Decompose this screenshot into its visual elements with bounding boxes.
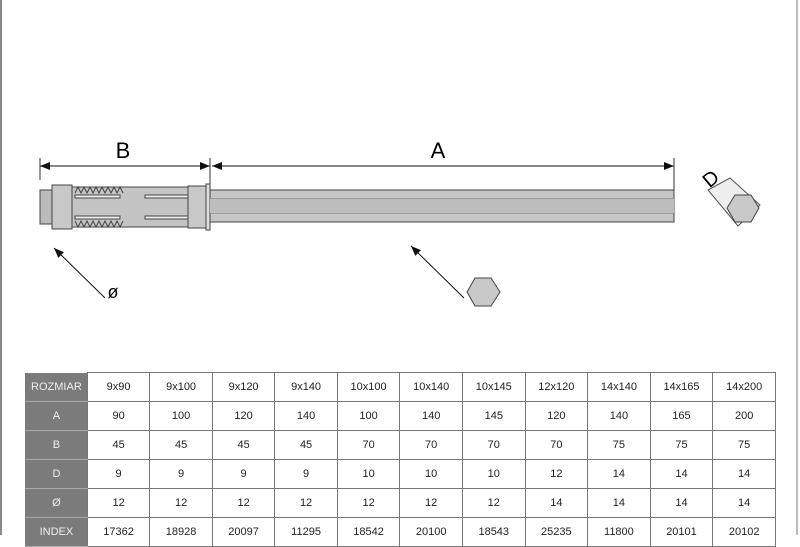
table-cell: 45 xyxy=(86,430,151,460)
row-header: B xyxy=(25,430,88,460)
table-cell: 70 xyxy=(399,430,463,460)
table-cell: 9x100 xyxy=(149,372,213,402)
row-header: D xyxy=(25,459,88,489)
table-cell: 12 xyxy=(86,488,151,518)
table-cell: 14 xyxy=(587,488,651,518)
table-cell: 20097 xyxy=(211,517,276,547)
label-b: B xyxy=(116,138,131,163)
table-cell: 17362 xyxy=(86,517,151,547)
table-cell: 12 xyxy=(211,488,276,518)
table-cell: 14x200 xyxy=(712,372,776,402)
table-cell: 10x145 xyxy=(461,372,526,402)
table-cell: 20102 xyxy=(712,517,776,547)
table-cell: 14 xyxy=(649,488,714,518)
table-cell: 9 xyxy=(274,459,338,489)
table-cell: 140 xyxy=(587,401,651,431)
table-cell: 14 xyxy=(524,488,589,518)
label-a: A xyxy=(431,138,446,163)
table-cell: 75 xyxy=(587,430,651,460)
row-header: Ø xyxy=(25,488,88,518)
table-cell: 12 xyxy=(524,459,589,489)
table-cell: 9x90 xyxy=(86,372,151,402)
table-cell: 12 xyxy=(336,488,401,518)
table-cell: 12x120 xyxy=(524,372,589,402)
table-cell: 11295 xyxy=(274,517,338,547)
table-cell: 20101 xyxy=(649,517,714,547)
end-view-d: D xyxy=(699,166,761,227)
table-cell: 18542 xyxy=(336,517,401,547)
row-header: INDEX xyxy=(25,517,88,547)
table-cell: 70 xyxy=(336,430,401,460)
table-cell: 14 xyxy=(712,488,776,518)
table-cell: 14x165 xyxy=(649,372,714,402)
table-cell: 20100 xyxy=(399,517,463,547)
table-cell: 145 xyxy=(461,401,526,431)
table-cell: 9 xyxy=(86,459,151,489)
table-cell: 14 xyxy=(712,459,776,489)
table-cell: 140 xyxy=(274,401,338,431)
table-cell: 18928 xyxy=(149,517,213,547)
table-cell: 10 xyxy=(461,459,526,489)
table-cell: 45 xyxy=(211,430,276,460)
dimension-b: B xyxy=(39,138,211,185)
table-cell: 10 xyxy=(399,459,463,489)
dimension-a: A xyxy=(212,138,675,190)
table-cell: 75 xyxy=(712,430,776,460)
table-cell: 9 xyxy=(149,459,213,489)
table-cell: 100 xyxy=(336,401,401,431)
table-cell: 10 xyxy=(336,459,401,489)
table-cell: 200 xyxy=(712,401,776,431)
table-cell: 45 xyxy=(274,430,338,460)
table-cell: 120 xyxy=(211,401,276,431)
table-cell: 12 xyxy=(149,488,213,518)
table-cell: 14x140 xyxy=(587,372,651,402)
table-cell: 90 xyxy=(86,401,151,431)
row-header: ROZMIAR xyxy=(25,372,88,402)
table-cell: 18543 xyxy=(461,517,526,547)
table-cell: 9 xyxy=(211,459,276,489)
diameter-indicator: ø xyxy=(53,247,119,302)
table-cell: 10x100 xyxy=(336,372,401,402)
table-cell: 70 xyxy=(524,430,589,460)
table-cell: 120 xyxy=(524,401,589,431)
table-cell: 10x140 xyxy=(399,372,463,402)
technical-drawing: B A ø D xyxy=(39,138,761,307)
table-cell: 9x140 xyxy=(274,372,338,402)
table-cell: 11800 xyxy=(587,517,651,547)
page-frame xyxy=(0,0,798,535)
hex-indicator xyxy=(410,245,501,307)
table-cell: 75 xyxy=(649,430,714,460)
table-cell: 9x120 xyxy=(211,372,276,402)
row-header: A xyxy=(25,401,88,431)
table-cell: 140 xyxy=(399,401,463,431)
table-cell: 45 xyxy=(149,430,213,460)
label-diameter: ø xyxy=(108,282,119,302)
table-cell: 70 xyxy=(461,430,526,460)
table-cell: 100 xyxy=(149,401,213,431)
table-cell: 12 xyxy=(461,488,526,518)
table-cell: 14 xyxy=(587,459,651,489)
tool-body xyxy=(39,183,675,231)
table-cell: 25235 xyxy=(524,517,589,547)
table-cell: 14 xyxy=(649,459,714,489)
table-cell: 12 xyxy=(399,488,463,518)
table-cell: 12 xyxy=(274,488,338,518)
table-cell: 165 xyxy=(649,401,714,431)
